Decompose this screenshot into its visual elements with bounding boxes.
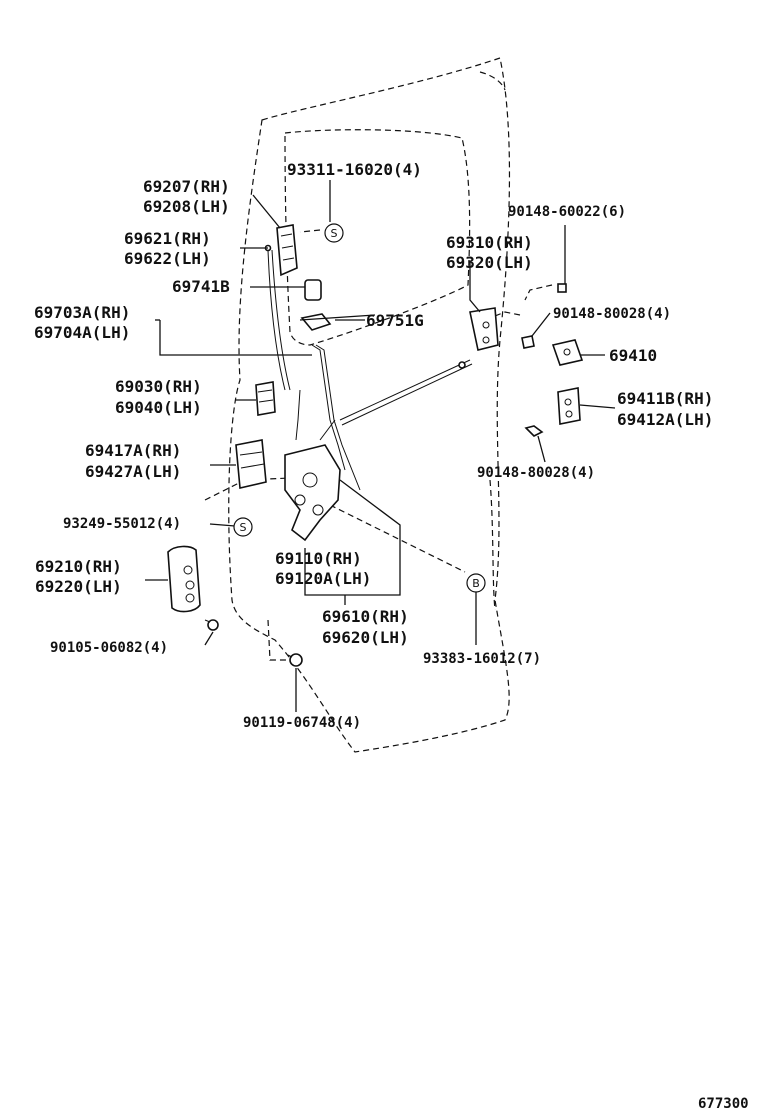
outside-handle-69207 <box>276 224 298 277</box>
lock-dashed-link <box>204 229 553 661</box>
cable-69610 <box>339 359 473 426</box>
striker-69410 <box>551 339 584 366</box>
label-69208: 69208(LH) <box>143 197 230 216</box>
marker-s-mid: S <box>233 517 253 537</box>
label-93311: 93311-16020(4) <box>287 160 422 179</box>
label-69704A: 69704A(LH) <box>34 323 130 342</box>
bolt-90148-28b <box>524 425 544 437</box>
label-69030: 69030(RH) <box>115 377 202 396</box>
label-69310: 69310(RH) <box>446 233 533 252</box>
label-69427A: 69427A(LH) <box>85 462 181 481</box>
label-69220: 69220(LH) <box>35 577 122 596</box>
actuator-69417A <box>235 439 267 489</box>
svg-text:S: S <box>331 227 338 240</box>
lock-cylinder-69030 <box>255 381 276 416</box>
label-69412A: 69412A(LH) <box>617 410 713 429</box>
part-labels: 93311-16020(4) 69207(RH) 69208(LH) 69621… <box>34 160 713 731</box>
marker-s-top: S <box>324 223 344 243</box>
label-69320: 69320(LH) <box>446 253 533 272</box>
clip-69741B <box>304 279 322 301</box>
label-69210: 69210(RH) <box>35 557 122 576</box>
bolt-90148-28a <box>521 335 535 349</box>
label-69040: 69040(LH) <box>115 398 202 417</box>
lock-assembly-69110 <box>284 419 341 542</box>
label-69610: 69610(RH) <box>322 607 409 626</box>
label-69741B: 69741B <box>172 277 230 296</box>
label-69751G: 69751G <box>366 311 424 330</box>
label-69207: 69207(RH) <box>143 177 230 196</box>
label-90105: 90105-06082(4) <box>50 640 168 656</box>
marker-b: B <box>466 573 486 593</box>
label-90148-80028-a: 90148-80028(4) <box>553 306 671 322</box>
label-69622: 69622(LH) <box>124 249 211 268</box>
hinge-69310 <box>469 307 499 351</box>
svg-text:B: B <box>472 577 480 590</box>
label-93383: 93383-16012(7) <box>423 651 541 667</box>
label-90148-80028-b: 90148-80028(4) <box>477 465 595 481</box>
label-69410: 69410 <box>609 346 657 365</box>
rod-69703A <box>295 344 361 491</box>
bolt-90148-22 <box>557 283 567 293</box>
striker-69411B <box>557 387 581 425</box>
label-69703A: 69703A(RH) <box>34 303 130 322</box>
label-90119: 90119-06748(4) <box>243 715 361 731</box>
inside-handle-69210 <box>167 545 201 613</box>
label-69120A: 69120A(LH) <box>275 569 371 588</box>
label-69620: 69620(LH) <box>322 628 409 647</box>
label-69411B: 69411B(RH) <box>617 389 713 408</box>
screw-90105 <box>204 619 219 631</box>
label-90148-60022: 90148-60022(6) <box>508 204 626 220</box>
label-93249: 93249-55012(4) <box>63 516 181 532</box>
label-69417A: 69417A(RH) <box>85 441 181 460</box>
diagram-code: 677300 <box>698 1096 749 1112</box>
svg-text:S: S <box>240 521 247 534</box>
door-outline <box>228 57 511 753</box>
leader-lines <box>145 180 616 712</box>
clip-69751G <box>300 313 332 331</box>
label-69621: 69621(RH) <box>124 229 211 248</box>
screw-90119 <box>287 653 303 667</box>
label-69110: 69110(RH) <box>275 549 362 568</box>
